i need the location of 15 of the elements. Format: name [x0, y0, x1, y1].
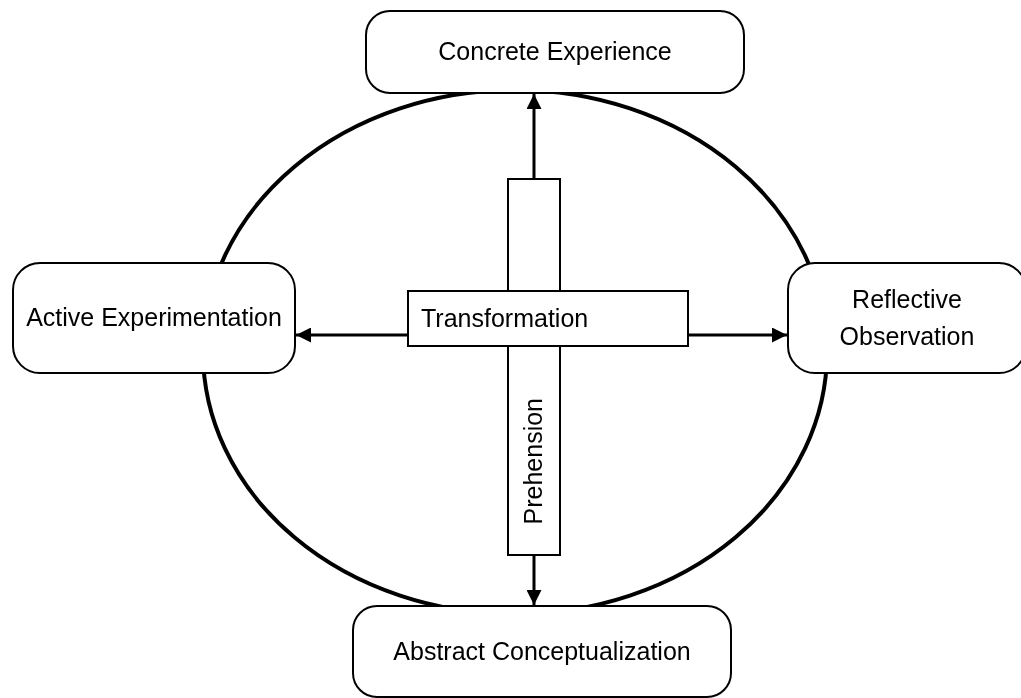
- node-label: Transformation: [421, 302, 589, 334]
- node-label: Active Experimentation: [26, 302, 282, 334]
- node-label: Prehension: [518, 397, 549, 524]
- node-label: Abstract Conceptualization: [393, 635, 691, 667]
- stage-box: [352, 605, 732, 698]
- arrow: [296, 327, 407, 343]
- stage-box: [12, 262, 296, 374]
- arrow: [526, 556, 542, 605]
- arrow: [526, 94, 542, 178]
- process-bar: [407, 290, 689, 347]
- stage-box: [787, 262, 1021, 374]
- stage-box: [365, 10, 745, 94]
- node-label: Concrete Experience: [438, 36, 672, 68]
- arrow: [689, 327, 787, 343]
- node-label: Reflective Observation: [838, 283, 976, 352]
